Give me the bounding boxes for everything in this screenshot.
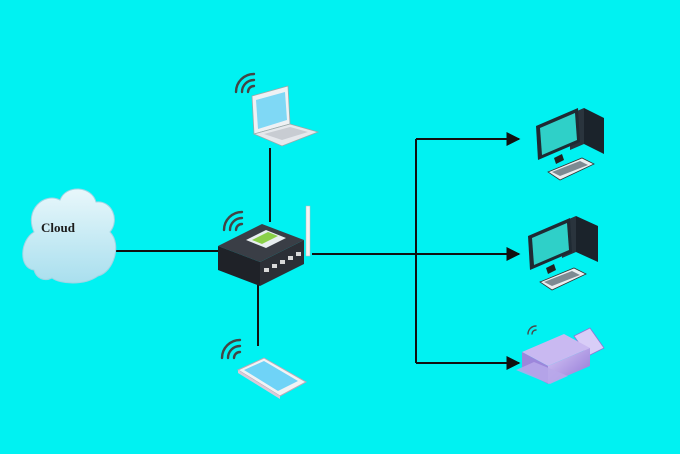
smartphone-icon — [220, 338, 308, 399]
printer-icon — [516, 325, 605, 384]
router-ports — [264, 252, 301, 272]
cloud-icon: Cloud — [22, 188, 117, 284]
connectors — [116, 132, 521, 370]
wifi-signal-icon — [220, 338, 242, 360]
cloud-label: Cloud — [41, 220, 76, 235]
wifi-signal-icon — [234, 72, 256, 94]
antenna — [305, 205, 311, 257]
wifi-signal-icon — [222, 210, 244, 232]
laptop-icon — [234, 72, 320, 147]
desktop-computer-icon — [536, 108, 604, 181]
router-icon — [218, 205, 311, 286]
wifi-signal-icon — [527, 325, 537, 335]
desktop-computer-icon — [528, 216, 598, 291]
